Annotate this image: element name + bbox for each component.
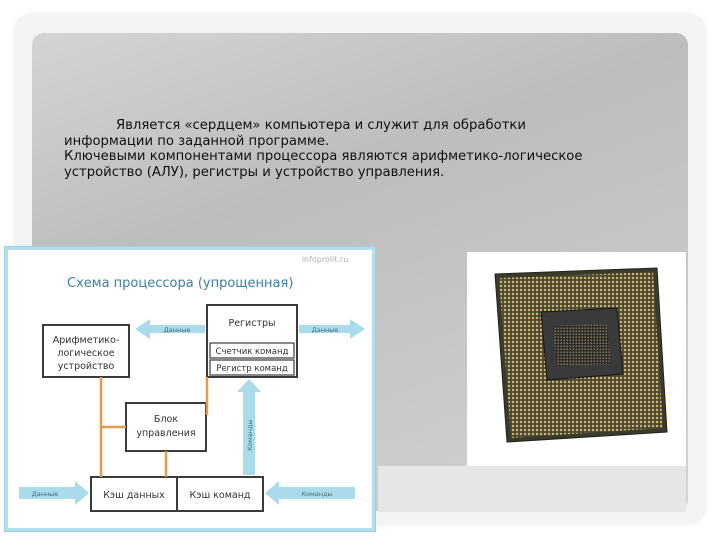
arrow-data-bottom-label: Данные [32, 490, 59, 498]
cpu-chip-svg [494, 267, 668, 443]
arrow-data-left-top [135, 319, 205, 339]
processor-diagram-svg: infoprolit.ru Схема процессора (упрощенн… [5, 247, 375, 531]
arrow-data-right-label: Данные [312, 326, 339, 334]
control-label-2: управления [136, 428, 195, 439]
data-cache-label: Кэш данных [103, 490, 165, 501]
registers-label: Регистры [228, 318, 275, 329]
alu-box [42, 324, 130, 378]
alu-label-1: Арифметико- [53, 335, 120, 346]
command-cache-label: Кэш команд [190, 490, 251, 501]
watermark-text: infoprolit.ru [302, 255, 349, 264]
arrow-data-bottom [19, 481, 89, 505]
processor-diagram: infoprolit.ru Схема процессора (упрощенн… [4, 246, 376, 532]
alu-label-3: устройство [58, 361, 115, 372]
diagram-title: Схема процессора (упрощенная) [67, 276, 293, 291]
arrow-data-right-top [299, 319, 365, 339]
control-label-1: Блок [154, 414, 178, 425]
bottom-gray-strip [378, 466, 686, 512]
arrow-commands-vertical-label: Команды [246, 419, 254, 450]
control-unit-box [125, 402, 207, 452]
cpu-chip-image [467, 252, 686, 466]
counter-box [209, 342, 295, 359]
text-line-3: Ключевыми компонентами процессора являют… [64, 149, 583, 164]
command-register-label: Регистр команд [216, 364, 288, 374]
arrow-commands-bottom-label: Команды [301, 490, 332, 498]
alu-label-2: логическое [57, 348, 114, 359]
cpu-chip-body [494, 267, 668, 443]
arrow-data-left-label: Данные [164, 326, 191, 334]
text-line-4: устройство (АЛУ), регистры и устройство … [64, 164, 445, 180]
text-line-2: информации по заданной программе. [64, 133, 330, 149]
counter-label: Счетчик команд [216, 347, 289, 357]
description-text: Является «сердцем» компьютера и служит д… [64, 118, 664, 180]
arrow-commands-vertical [237, 379, 261, 475]
text-line-1: Является «сердцем» компьютера и служит д… [116, 118, 526, 133]
connectors [99, 377, 209, 477]
command-register-box [209, 359, 295, 376]
arrow-commands-bottom [265, 481, 355, 505]
